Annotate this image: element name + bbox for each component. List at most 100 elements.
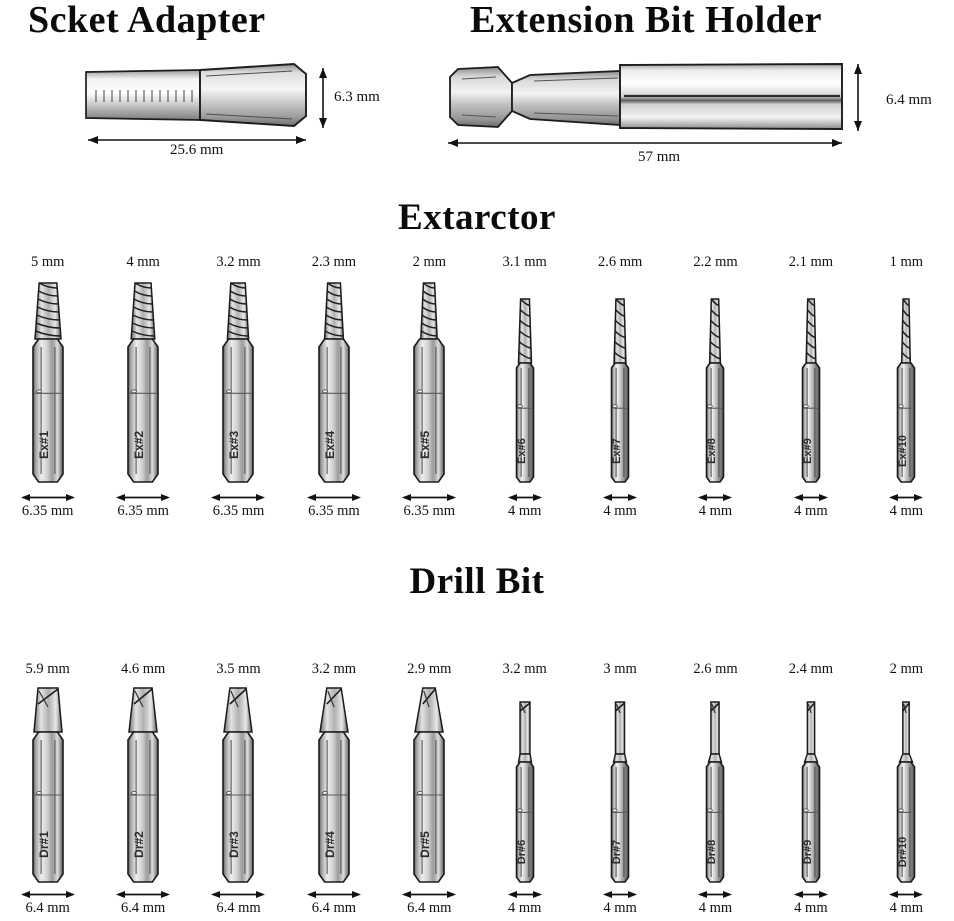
drill-bit-shank-arrow xyxy=(306,889,362,900)
drill-bit-illustration-Dr3: Dr#3 xyxy=(191,684,286,889)
extractor-tip-size-label: 4 mm xyxy=(126,254,160,270)
drill-bit-shank-arrow xyxy=(210,889,266,900)
extractor-illustration-Ex2: Ex#2 xyxy=(95,277,190,492)
drill-bit-shank-arrow xyxy=(507,889,543,900)
socket-length-arrow xyxy=(88,136,306,144)
drill-bit-cell-8: 2.6 mm Dr#8 4 mm xyxy=(668,662,763,921)
extractor-illustration-Ex7: Ex#7 xyxy=(572,277,667,492)
extractor-tip-size-label: 5 mm xyxy=(30,254,65,270)
drill-bit-cell-2: 4.6 mm Dr#2 6.4 mm xyxy=(95,662,190,921)
socket-adapter-title: Scket Adapter xyxy=(28,0,266,41)
extension-bit-holder-diameter-label: 6.4 mm xyxy=(886,92,932,108)
svg-text:Ex#9: Ex#9 xyxy=(802,438,814,464)
drill-bit-tip-size-label: 2 mm xyxy=(889,661,924,677)
drill-bit-tip-size-label: 2.9 mm xyxy=(407,661,452,677)
drill-bit-shank-arrow xyxy=(793,889,829,900)
drill-bit-illustration-Dr4: Dr#4 xyxy=(286,684,381,889)
extractor-shank-arrow xyxy=(602,492,638,503)
drill-bit-shank-size-label: 4 mm xyxy=(603,900,637,916)
extractor-illustration-Ex5: Ex#5 xyxy=(382,277,477,492)
drill-bit-cell-6: 3.2 mm Dr#6 4 mm xyxy=(477,662,572,921)
socket-diameter-arrow xyxy=(319,68,327,128)
extractor-shank-arrow xyxy=(888,492,924,503)
extractor-shank-size-label: 4 mm xyxy=(507,503,542,519)
drill-bit-shank-arrow xyxy=(20,889,76,900)
extractor-shank-arrow xyxy=(401,492,457,503)
extractor-shank-arrow xyxy=(306,492,362,503)
extractor-illustration-Ex8: Ex#8 xyxy=(668,277,763,492)
extractor-shank-arrow xyxy=(210,492,266,503)
drill-bit-illustration-Dr7: Dr#7 xyxy=(572,684,667,889)
extractor-cell-9: 2.1 mm Ex#9 4 mm xyxy=(763,255,858,524)
drill-bit-illustration-Dr8: Dr#8 xyxy=(668,684,763,889)
extension-bit-holder-svg xyxy=(448,63,862,147)
extractor-tip-size-label: 2.1 mm xyxy=(788,254,834,270)
drill-bit-shank-arrow xyxy=(401,889,457,900)
svg-text:Dr#8: Dr#8 xyxy=(706,840,718,864)
extractor-tip-size-label: 2.6 mm xyxy=(597,254,643,270)
svg-text:Dr#10: Dr#10 xyxy=(897,837,909,868)
extractor-illustration-Ex6: Ex#6 xyxy=(477,277,572,492)
socket-adapter-illustration xyxy=(80,58,340,158)
extractor-tip-size-label: 2 mm xyxy=(412,254,447,270)
drill-bit-tip-size-label: 3.2 mm xyxy=(311,661,357,677)
socket-adapter-length-label: 25.6 mm xyxy=(170,142,224,158)
extractor-shank-size-label: 4 mm xyxy=(698,503,733,519)
svg-text:Ex#2: Ex#2 xyxy=(132,430,146,458)
drill-bit-shank-size-label: 4 mm xyxy=(698,900,733,916)
drill-bit-cell-4: 3.2 mm Dr#4 6.4 mm xyxy=(286,662,381,921)
drill-bit-cell-10: 2 mm Dr#10 4 mm xyxy=(859,662,954,921)
svg-text:Dr#3: Dr#3 xyxy=(227,831,241,858)
drill-bit-tip-size-label: 4.6 mm xyxy=(120,661,166,677)
extractor-illustration-Ex1: Ex#1 xyxy=(0,277,95,492)
extension-bit-holder-illustration xyxy=(438,55,888,160)
drill-bit-section-title: Drill Bit xyxy=(409,561,545,602)
svg-text:Dr#6: Dr#6 xyxy=(516,840,528,864)
extractor-tip-size-label: 2.2 mm xyxy=(693,254,738,270)
extractor-shank-size-label: 6.35 mm xyxy=(308,503,360,519)
drill-bit-shank-size-label: 4 mm xyxy=(889,900,924,916)
extractor-shank-size-label: 4 mm xyxy=(794,503,828,519)
svg-text:Ex#8: Ex#8 xyxy=(706,438,718,464)
drill-bit-tip-size-label: 3 mm xyxy=(603,661,637,677)
drill-bit-cell-7: 3 mm Dr#7 4 mm xyxy=(572,662,667,921)
socket-adapter-svg xyxy=(85,63,327,144)
drill-bit-illustration-Dr1: Dr#1 xyxy=(0,684,95,889)
svg-text:Ex#3: Ex#3 xyxy=(227,430,241,458)
extractor-cell-8: 2.2 mm Ex#8 4 mm xyxy=(668,255,763,524)
drill-bit-shank-size-label: 4 mm xyxy=(507,900,542,916)
drill-bit-tip-size-label: 3.5 mm xyxy=(216,661,261,677)
drill-bit-shank-size-label: 6.4 mm xyxy=(311,900,357,916)
extractor-illustration-Ex9: Ex#9 xyxy=(763,277,858,492)
svg-text:Ex#1: Ex#1 xyxy=(37,430,51,458)
drill-bit-tip-size-label: 3.2 mm xyxy=(502,661,547,677)
drill-bit-shank-arrow xyxy=(602,889,638,900)
drill-bit-tip-size-label: 2.6 mm xyxy=(693,661,738,677)
drill-bit-illustration-Dr10: Dr#10 xyxy=(859,684,954,889)
socket-adapter-diameter-label: 6.3 mm xyxy=(334,89,380,105)
drill-bit-shank-arrow xyxy=(888,889,924,900)
svg-text:Dr#4: Dr#4 xyxy=(323,831,337,858)
extractor-tip-size-label: 3.2 mm xyxy=(216,254,261,270)
drill-bit-cell-5: 2.9 mm Dr#5 6.4 mm xyxy=(382,662,477,921)
drill-bit-tip-size-label: 2.4 mm xyxy=(788,661,834,677)
extractor-tip-size-label: 1 mm xyxy=(889,254,924,270)
drill-bit-shank-size-label: 6.4 mm xyxy=(216,900,261,916)
drill-bit-shank-size-label: 6.4 mm xyxy=(407,900,452,916)
extractor-illustration-Ex4: Ex#4 xyxy=(286,277,381,492)
drill-bit-shank-size-label: 6.4 mm xyxy=(120,900,166,916)
drill-bit-illustration-Dr2: Dr#2 xyxy=(95,684,190,889)
extractor-shank-arrow xyxy=(20,492,76,503)
svg-text:Dr#5: Dr#5 xyxy=(418,831,432,858)
svg-text:Ex#6: Ex#6 xyxy=(516,438,528,464)
extractor-shank-size-label: 4 mm xyxy=(889,503,924,519)
